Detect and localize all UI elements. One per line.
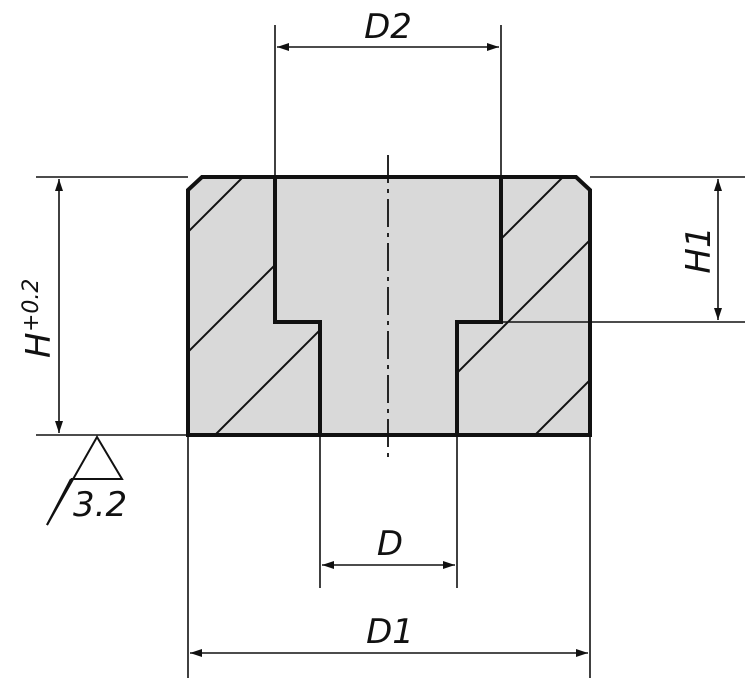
label-d1: D1 [366, 612, 414, 652]
label-d2: D2 [364, 7, 412, 47]
hatching-left [188, 177, 320, 435]
label-h1: H1 [679, 226, 719, 273]
extension-lines [36, 25, 745, 678]
part-section-body [188, 177, 590, 435]
label-h-tolerance: +0.2 [19, 279, 44, 332]
surface-roughness-symbol [46, 435, 124, 526]
label-roughness-value: 3.2 [73, 485, 127, 525]
label-h: H [19, 332, 59, 358]
label-d: D [377, 524, 403, 564]
